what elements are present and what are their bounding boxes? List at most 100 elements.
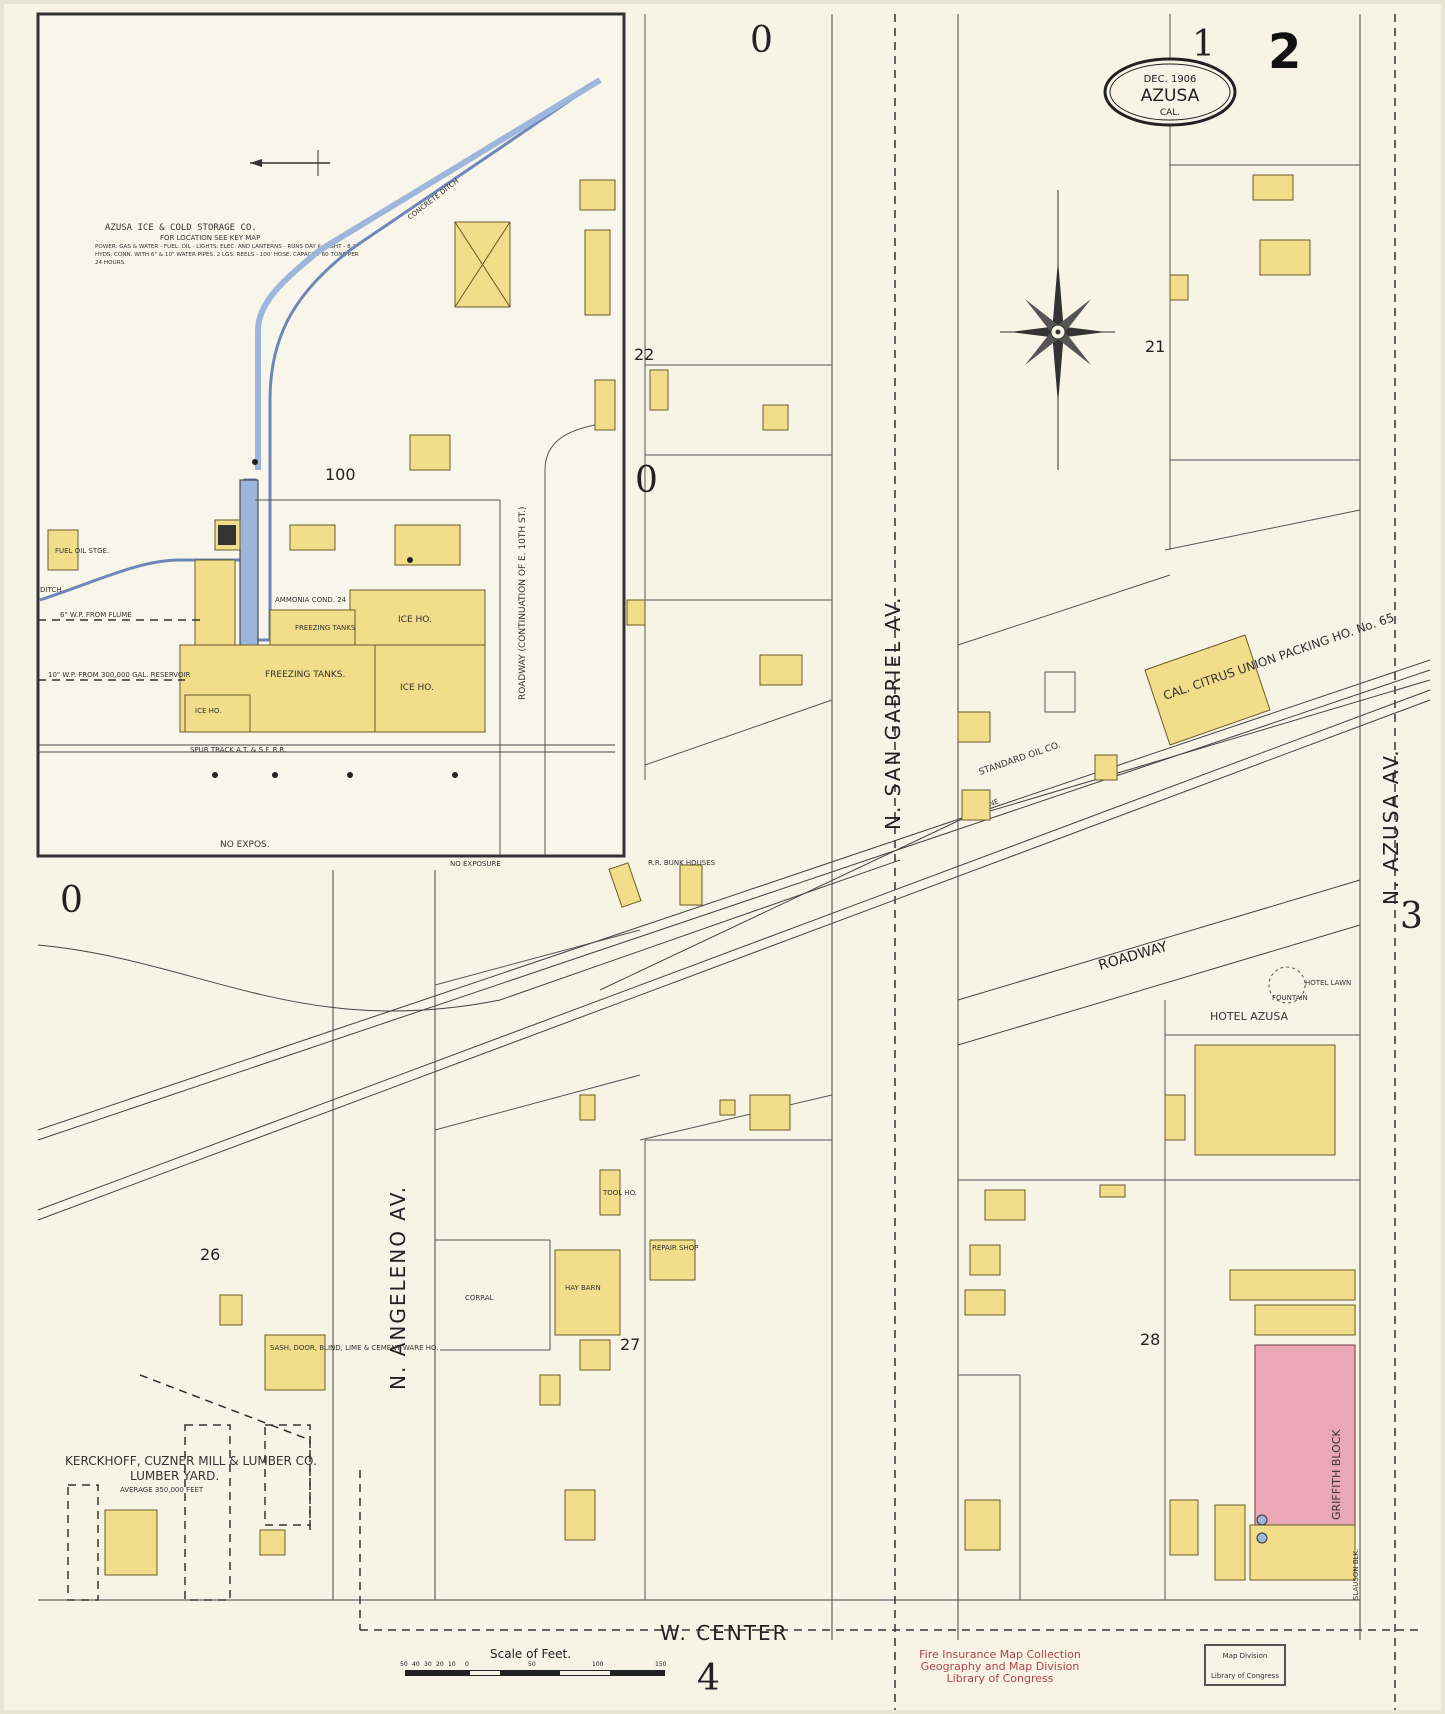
block27-dwelling <box>749 1094 791 1131</box>
block28-dwelling-1 <box>984 1189 1026 1221</box>
block27-dwelling-2 <box>564 1489 596 1541</box>
tailor-shop <box>1214 1504 1246 1581</box>
block22-dwelling-2 <box>759 654 803 686</box>
inset-no-expos: NO EXPOS. <box>220 840 270 850</box>
block-22: 22 <box>634 345 654 364</box>
repair-label: REPAIR SHOP <box>652 1244 698 1252</box>
buildings: CAL. CITRUS UNION PACKING HO. No. 65 STA… <box>65 174 1396 1601</box>
hydrant-icon <box>272 772 278 778</box>
scale-bar-gap <box>470 1671 500 1675</box>
block28-shed <box>1099 1184 1126 1198</box>
boiler-icon <box>218 525 236 545</box>
lumber-shed <box>219 1294 243 1326</box>
inset-dwelling-l <box>579 179 616 211</box>
block28-dwelling-3 <box>964 1289 1006 1316</box>
street-center: W. CENTER <box>660 1621 789 1645</box>
flume <box>239 479 259 646</box>
inset-notes-box: POWER: GAS & WATER - FUEL: OIL - LIGHTS:… <box>95 244 359 266</box>
slauson-block <box>1249 1524 1356 1581</box>
ice-house-label-2: ICE HO. <box>398 615 432 625</box>
hay-barn-label: HAY BARN <box>565 1284 601 1292</box>
ice-house-label-1: ICE HO. <box>400 683 434 693</box>
tank-icon <box>1256 1514 1268 1526</box>
sash-door-warehouse <box>264 1334 326 1391</box>
fountain-icon <box>1268 966 1306 1004</box>
ice-house-small <box>184 694 251 733</box>
block27-shed-3 <box>539 1374 561 1406</box>
stamp-line-3: Library of Congress <box>947 1672 1054 1685</box>
block-28: 28 <box>1140 1330 1160 1349</box>
inset-outbuilding-1 <box>289 524 336 551</box>
bunk-house-2 <box>679 864 703 906</box>
fountain-label: FOUNTAIN <box>1272 994 1308 1002</box>
hotel-shed <box>1164 1094 1186 1141</box>
fuel-oil-label: FUEL OIL STGE. <box>55 547 109 555</box>
scale-tick-1: 40 <box>412 1661 420 1668</box>
sash-label: SASH, DOOR, BLIND, LIME & CEMENT WARE HO… <box>270 1344 439 1352</box>
scale-tick-7: 100 <box>592 1661 604 1668</box>
ice-house-building <box>374 644 486 733</box>
inset-title: AZUSA ICE & COLD STORAGE CO. <box>105 223 257 233</box>
griffith-label: GRIFFITH BLOCK <box>1330 1429 1343 1520</box>
adjoining-sheet-right: 3 <box>1400 896 1423 937</box>
lumber-pile-1 <box>67 1484 99 1601</box>
block28-dwelling-2 <box>969 1244 1001 1276</box>
freezing-tanks-label: FREEZING TANKS. <box>265 670 345 680</box>
water-pipe-label-1: 6" W.P. FROM FLUME <box>60 611 132 619</box>
cartouche-date: DEC. 1906 <box>1144 74 1197 85</box>
scale-tick-3: 20 <box>436 1661 444 1668</box>
scale-tick-0: 50 <box>400 1661 408 1668</box>
hydrant-icon <box>407 557 413 563</box>
street-azusa: N. AZUSA AV. <box>1379 748 1403 905</box>
block27-shed-2 <box>579 1339 611 1371</box>
scale-tick-5: 0 <box>465 1661 469 1668</box>
scale-bar-graphic <box>405 1670 665 1676</box>
shed <box>594 379 616 431</box>
griffith-block <box>1254 1344 1356 1526</box>
spur-track-label: SPUR TRACK A.T. & S.F. R.R. <box>190 746 286 754</box>
ditch-label: DITCH <box>40 586 61 594</box>
packing-house <box>1144 634 1271 746</box>
hydrant-icon <box>347 772 353 778</box>
scale-tick-6: 50 <box>528 1661 536 1668</box>
compass-rose-icon <box>1000 190 1115 470</box>
railroad-main-line: MAIN LINE <box>37 659 1431 1221</box>
lumber-co-label: KERCKHOFF, CUZNER MILL & LUMBER CO. <box>65 1454 317 1468</box>
hotel-azusa <box>1194 1044 1336 1156</box>
tool-label: TOOL HO. <box>602 1189 637 1197</box>
scale-tick-8: 150 <box>655 1661 667 1668</box>
block-zero-a: 0 <box>750 20 773 61</box>
lumber-office <box>259 1529 286 1556</box>
block21-shed <box>1169 274 1189 301</box>
block27-shed <box>579 1094 596 1121</box>
cartouche-city: AZUSA <box>1141 86 1200 106</box>
ice-house-upper <box>349 589 486 646</box>
ammonia-label: AMMONIA COND. 24 <box>275 596 347 604</box>
scale-bar: Scale of Feet. 50 40 30 20 10 0 50 100 1… <box>400 1647 667 1676</box>
tool-house <box>599 1169 621 1216</box>
grocery-row <box>1229 1269 1356 1301</box>
lumber-pile-3 <box>264 1424 311 1526</box>
block28-dwelling-5 <box>1169 1499 1199 1556</box>
cartouche-state: CAL. <box>1160 108 1180 118</box>
stamp-line-1: Fire Insurance Map Collection <box>919 1648 1081 1661</box>
block-zero-c: 0 <box>60 880 83 921</box>
corral-label: CORRAL <box>465 1294 494 1302</box>
title-cartouche: DEC. 1906 AZUSA CAL. <box>1103 57 1237 127</box>
block-100: 100 <box>325 465 356 484</box>
block21-dwelling-2 <box>1259 239 1311 276</box>
inset-notes: POWER: GAS & WATER - FUEL: OIL - LIGHTS:… <box>95 244 359 266</box>
steel-oil-tank <box>1044 671 1076 713</box>
inset-outbuilding-2 <box>394 524 461 566</box>
hotel-lawn-label: HOTEL LAWN <box>1305 979 1351 987</box>
inset-ice-cold-storage: AZUSA ICE & COLD STORAGE CO. FOR LOCATIO… <box>36 12 626 858</box>
roadway-inset-label: ROADWAY (CONTINUATION OF E. 10TH ST.) <box>518 507 528 700</box>
freezing-tanks-small-label: FREEZING TANKS <box>295 624 356 632</box>
scale-tick-4: 10 <box>448 1661 456 1668</box>
standard-oil-shed <box>957 711 991 743</box>
block-26: 26 <box>200 1245 220 1264</box>
ice-house-label-3: ICE HO. <box>195 707 221 715</box>
lumber-yard-label: LUMBER YARD. <box>130 1469 219 1483</box>
north-arrow-icon <box>250 150 330 176</box>
oil-house <box>961 789 991 821</box>
